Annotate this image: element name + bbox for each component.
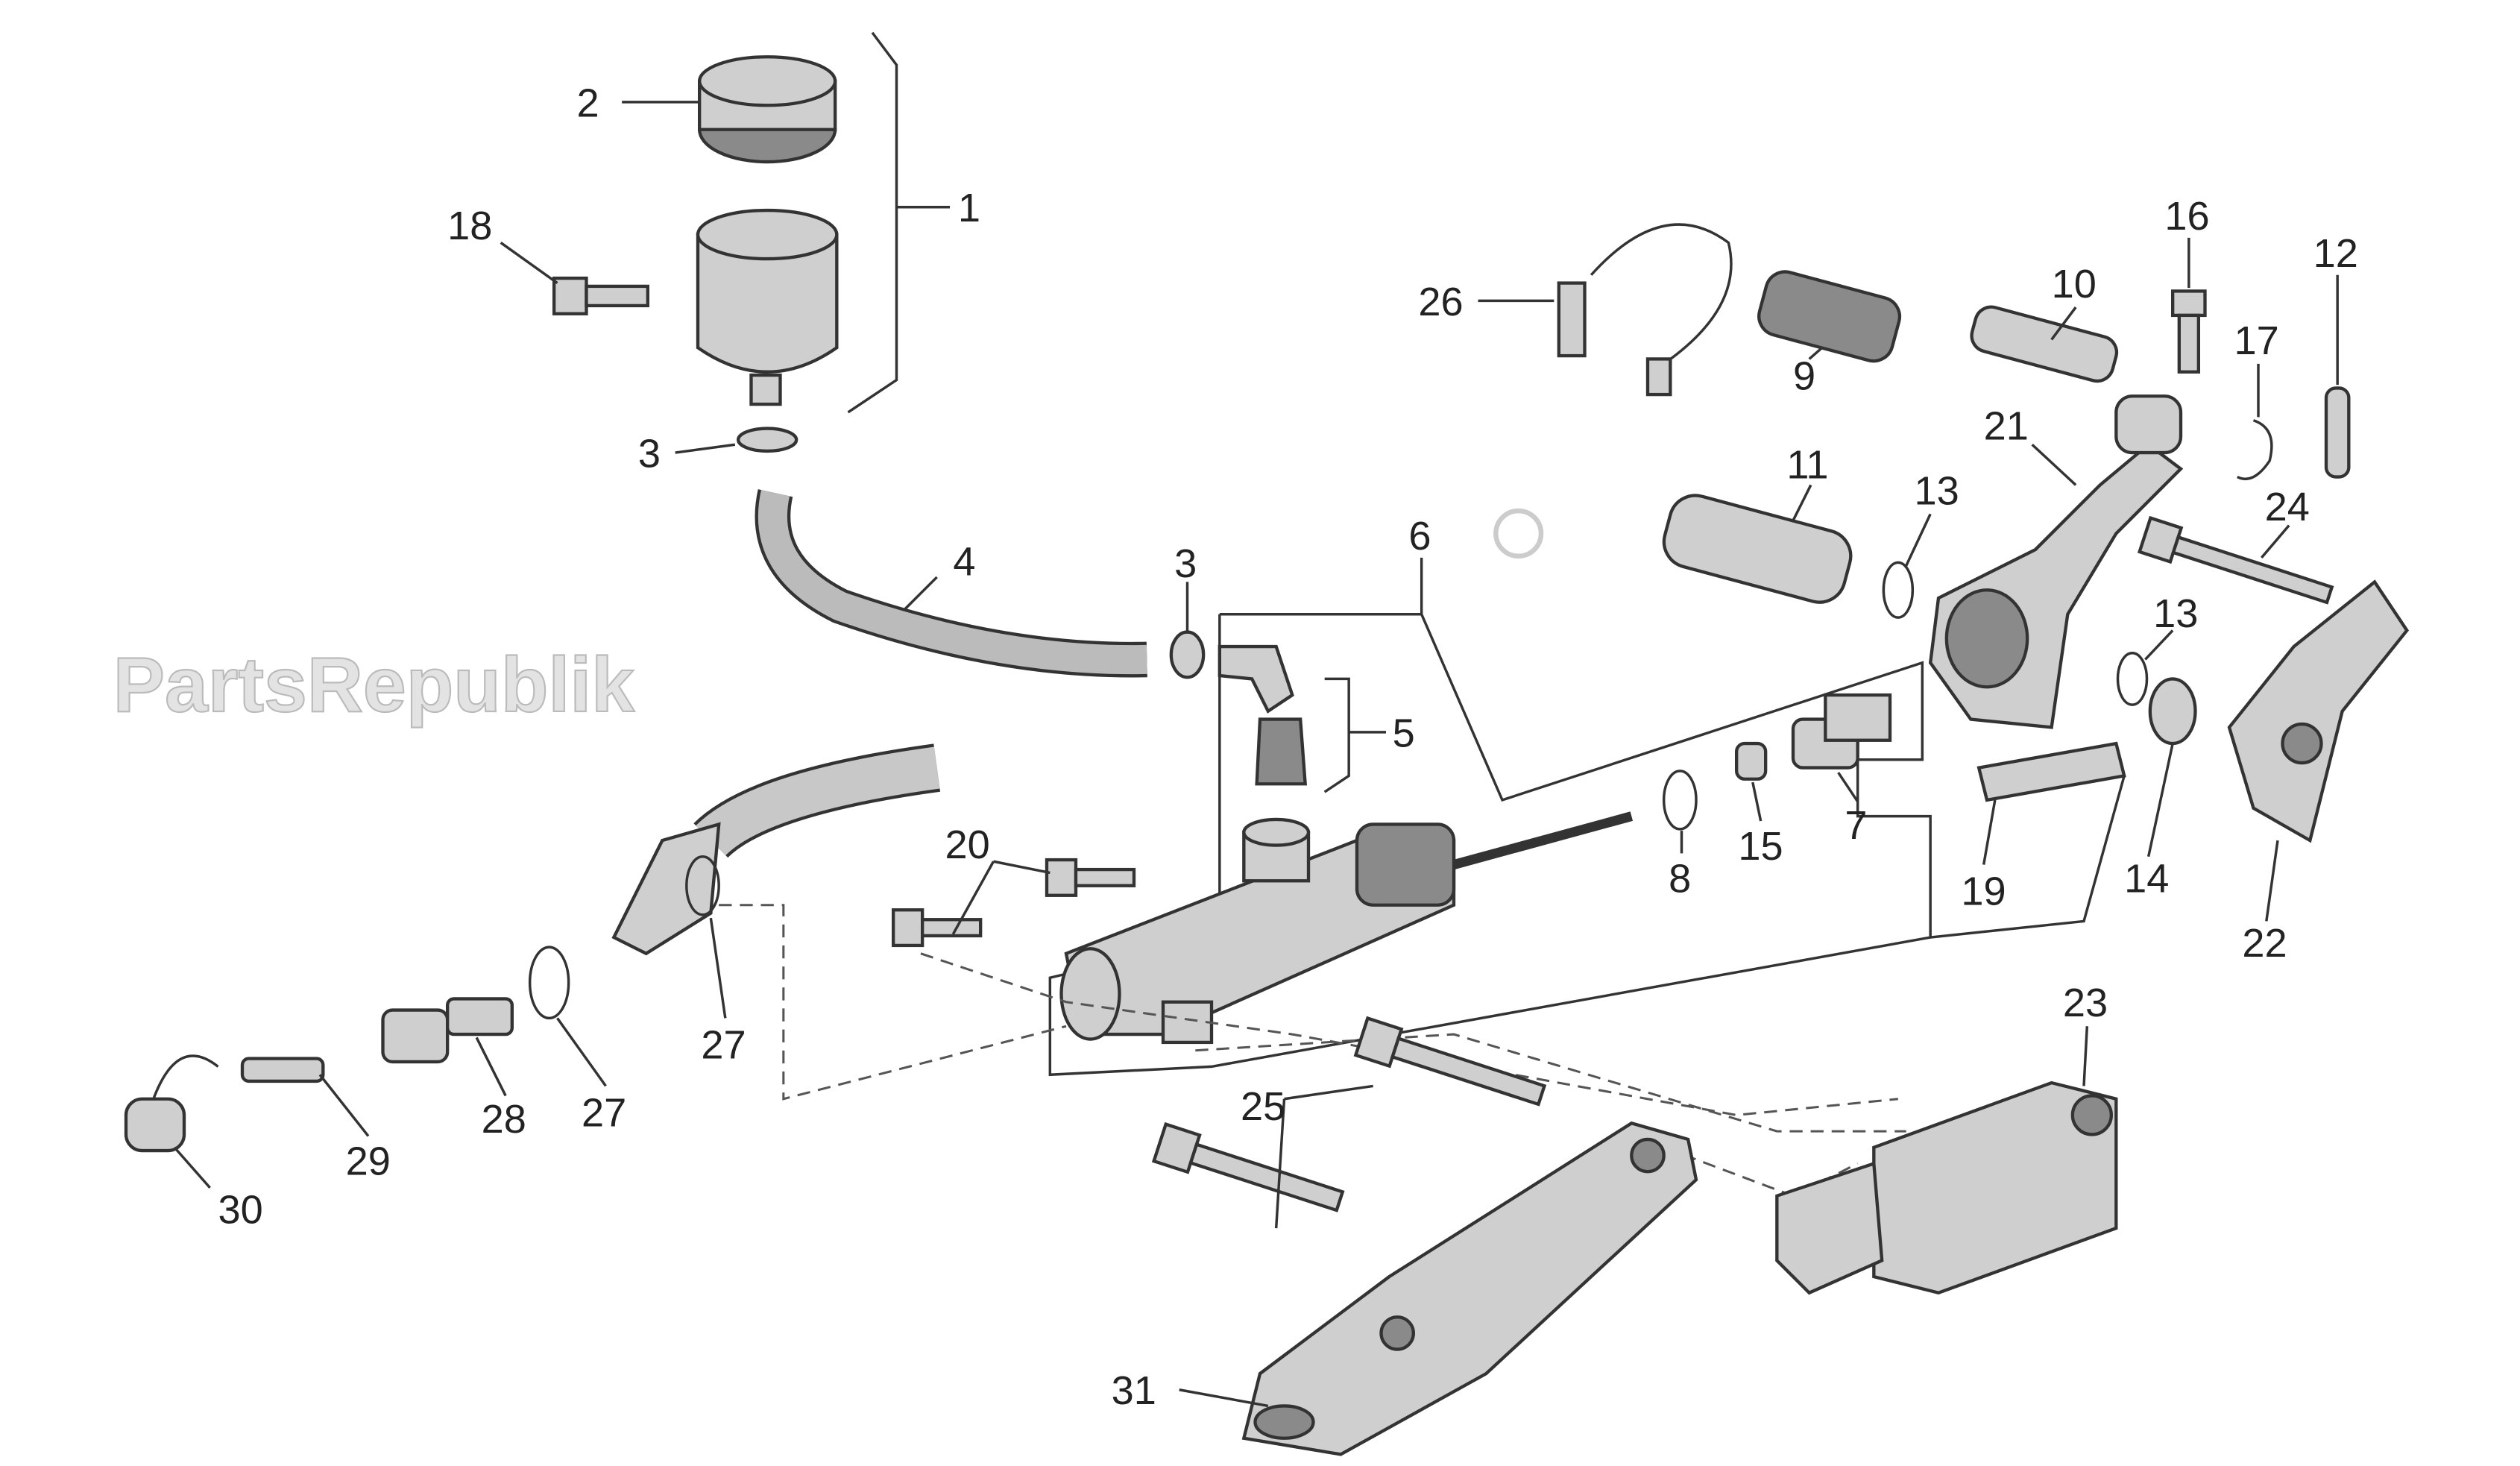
lever-22 [2227, 579, 2410, 843]
reservoir-cap [697, 55, 837, 164]
bolt-16 [2170, 289, 2207, 374]
callout-labels: 2 18 1 3 4 3 5 6 26 9 10 16 17 12 21 11 … [218, 81, 2357, 1413]
master-cylinder [1059, 811, 1634, 1045]
o-ring-13b [2116, 652, 2149, 706]
watermark: PartsRepublik [113, 641, 636, 729]
label-4: 4 [953, 540, 975, 585]
bleeder-29 [240, 1057, 325, 1083]
label-2: 2 [576, 81, 599, 125]
label-28: 28 [482, 1097, 526, 1142]
footpeg-11 [1662, 494, 1853, 604]
washer-27a [685, 855, 720, 916]
clevis-19 [1976, 741, 2126, 802]
label-7: 7 [1845, 803, 1867, 848]
rubber-boot-9 [1757, 270, 1902, 363]
label-16: 16 [2164, 194, 2209, 239]
group-bracket-1 [847, 31, 898, 414]
gear-watermark-icon [1493, 508, 1544, 559]
label-27: 27 [701, 1023, 746, 1068]
label-20: 20 [945, 822, 989, 867]
label-29: 29 [346, 1139, 391, 1184]
label-5: 5 [1393, 711, 1415, 755]
o-ring-8 [1662, 770, 1698, 831]
bracket-23 [1775, 1080, 2118, 1295]
label-17: 17 [2234, 318, 2278, 363]
bleeder-cap-30 [124, 1054, 219, 1153]
label-13: 13 [2153, 591, 2198, 636]
label-26: 26 [1418, 280, 1463, 324]
plate-31 [1241, 1121, 1698, 1456]
label-9: 9 [1793, 354, 1815, 399]
label-14: 14 [2124, 856, 2169, 901]
clamp-3 [736, 427, 798, 453]
label-27: 27 [582, 1091, 626, 1136]
clamp-3b [1169, 630, 1206, 679]
label-1: 1 [958, 186, 980, 230]
label-12: 12 [2313, 231, 2358, 276]
pushrod-7 [1791, 693, 1892, 770]
svg-text:PartsRepublik: PartsRepublik [113, 642, 634, 729]
o-ring-13 [1882, 561, 1915, 619]
clip-17 [2237, 419, 2273, 481]
nut-15 [1735, 741, 1768, 781]
bolts-20 [891, 858, 1136, 948]
washer-14 [2148, 677, 2197, 746]
banjo-fitting [611, 822, 721, 956]
bolt-18 [552, 276, 649, 315]
label-23: 23 [2063, 981, 2108, 1025]
bolts-25 [1151, 1016, 1547, 1212]
brake-lever-21 [1928, 394, 2184, 729]
banjo-bolt-28 [381, 997, 514, 1064]
label-24: 24 [2265, 485, 2310, 529]
label-21: 21 [1984, 404, 2029, 449]
switch-sensor-26 [1557, 223, 1733, 397]
label-19: 19 [1961, 869, 2006, 914]
label-8: 8 [1669, 856, 1691, 901]
spring-12 [2324, 386, 2351, 479]
label-3: 3 [638, 432, 661, 476]
label-11: 11 [1786, 443, 1828, 488]
spring [1255, 717, 1308, 786]
label-18: 18 [447, 204, 492, 248]
label-30: 30 [218, 1188, 262, 1233]
fitting-5 [1218, 644, 1294, 714]
label-22: 22 [2242, 921, 2287, 966]
label-31: 31 [1112, 1368, 1156, 1413]
label-3: 3 [1174, 541, 1197, 586]
washer-27b [528, 946, 570, 1020]
label-25: 25 [1241, 1084, 1285, 1129]
pin-10 [1970, 305, 2119, 383]
label-13: 13 [1914, 468, 1959, 513]
label-10: 10 [2052, 262, 2097, 306]
reservoir [696, 208, 839, 406]
label-15: 15 [1738, 824, 1783, 869]
label-6: 6 [1408, 514, 1431, 559]
bolt-24 [2137, 515, 2334, 605]
